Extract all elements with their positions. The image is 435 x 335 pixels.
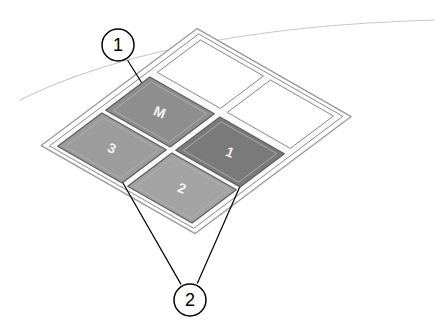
button-face: [128, 153, 237, 223]
callout-number: 2: [185, 291, 195, 309]
callout-circle-outline: [102, 29, 134, 61]
callout-circle-outline: [174, 284, 206, 316]
leader-line: [128, 60, 142, 83]
button-highlight: [135, 158, 228, 218]
panel-bezel: [41, 29, 351, 234]
button-highlight: [65, 118, 158, 178]
panel-inner-edge: [50, 34, 343, 228]
callout-circle: 2: [173, 283, 207, 317]
callout-number: 1: [113, 36, 123, 54]
callout-circle: 1: [101, 28, 135, 62]
memory-button: 2: [126, 151, 238, 225]
